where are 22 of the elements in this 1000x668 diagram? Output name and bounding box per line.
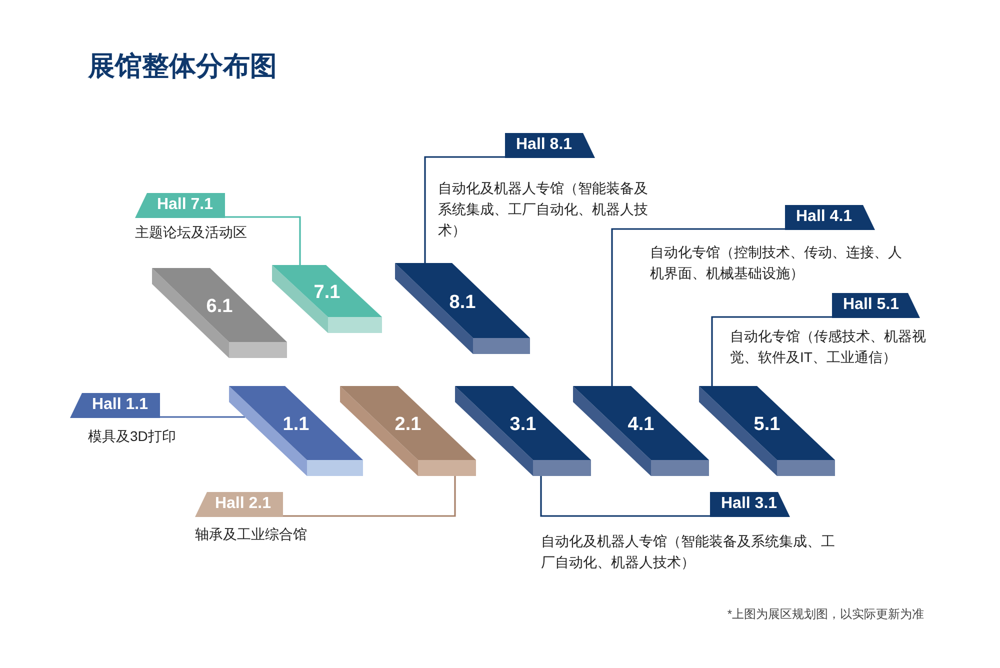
hall-description: 自动化及机器人专馆（智能装备及系统集成、工厂自动化、机器人技术） xyxy=(541,532,836,572)
hall-tag: Hall 2.1 xyxy=(195,492,283,517)
title: 展馆整体分布图 xyxy=(88,50,277,83)
hall-tag: Hall 3.1 xyxy=(710,492,790,517)
hall-tag: Hall 4.1 xyxy=(785,205,875,230)
hall-description: 轴承及工业综合馆 xyxy=(195,525,308,544)
hall-tag: Hall 5.1 xyxy=(832,293,920,318)
leader-line xyxy=(540,476,710,517)
hall-description: 主题论坛及活动区 xyxy=(135,223,248,242)
leader-line xyxy=(160,416,245,418)
leader-line xyxy=(611,228,785,386)
leader-line xyxy=(424,156,505,263)
hall-tag: Hall 1.1 xyxy=(70,393,160,418)
hall-description: 自动化专馆（控制技术、传动、连接、人机界面、机械基础设施） xyxy=(650,243,903,283)
hall-description: 模具及3D打印 xyxy=(88,427,177,446)
hall-tag: Hall 7.1 xyxy=(135,193,225,218)
footnote: *上图为展区规划图，以实际更新为准 xyxy=(727,606,924,623)
leader-line xyxy=(225,216,301,265)
hall-tag: Hall 8.1 xyxy=(505,133,595,158)
leader-line xyxy=(283,476,456,517)
hall-description: 自动化及机器人专馆（智能装备及系统集成、工厂自动化、机器人技术） xyxy=(438,179,649,240)
hall-description: 自动化专馆（传感技术、机器视觉、软件及IT、工业通信） xyxy=(730,327,927,367)
